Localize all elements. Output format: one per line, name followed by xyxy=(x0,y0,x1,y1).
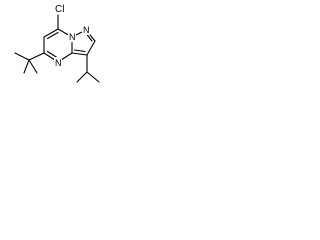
bond-n1-c2-double xyxy=(85,33,93,42)
molecule-structure: Cl N N N xyxy=(14,3,100,83)
bond-ch-me2 xyxy=(86,71,100,83)
bond-c2-c3 xyxy=(86,40,96,56)
bond-n4-c5-double xyxy=(46,50,58,59)
bond-c3-c3a xyxy=(71,52,88,56)
bond-ch-me1 xyxy=(76,71,88,83)
atom-labels: Cl N N N xyxy=(54,3,90,68)
cl-label-bg xyxy=(54,3,68,14)
n8-label-bg xyxy=(68,31,76,42)
n1-label-bg xyxy=(82,24,90,35)
atom-label-n1: N xyxy=(83,25,90,35)
bond-c6-c7-double xyxy=(46,31,59,40)
bond-c3-c3a-double xyxy=(73,49,86,53)
bond-cq-me1 xyxy=(14,52,30,61)
bond-cq-me2 xyxy=(23,59,30,74)
n4-label-bg xyxy=(54,57,62,68)
bond-c6-c7 xyxy=(43,28,59,38)
atom-label-n8: N xyxy=(69,32,76,42)
bond-c5-cq xyxy=(28,52,45,61)
bond-cq-me3 xyxy=(28,59,38,74)
atom-label-n4: N xyxy=(55,58,62,68)
atom-label-cl: Cl xyxy=(55,4,64,15)
